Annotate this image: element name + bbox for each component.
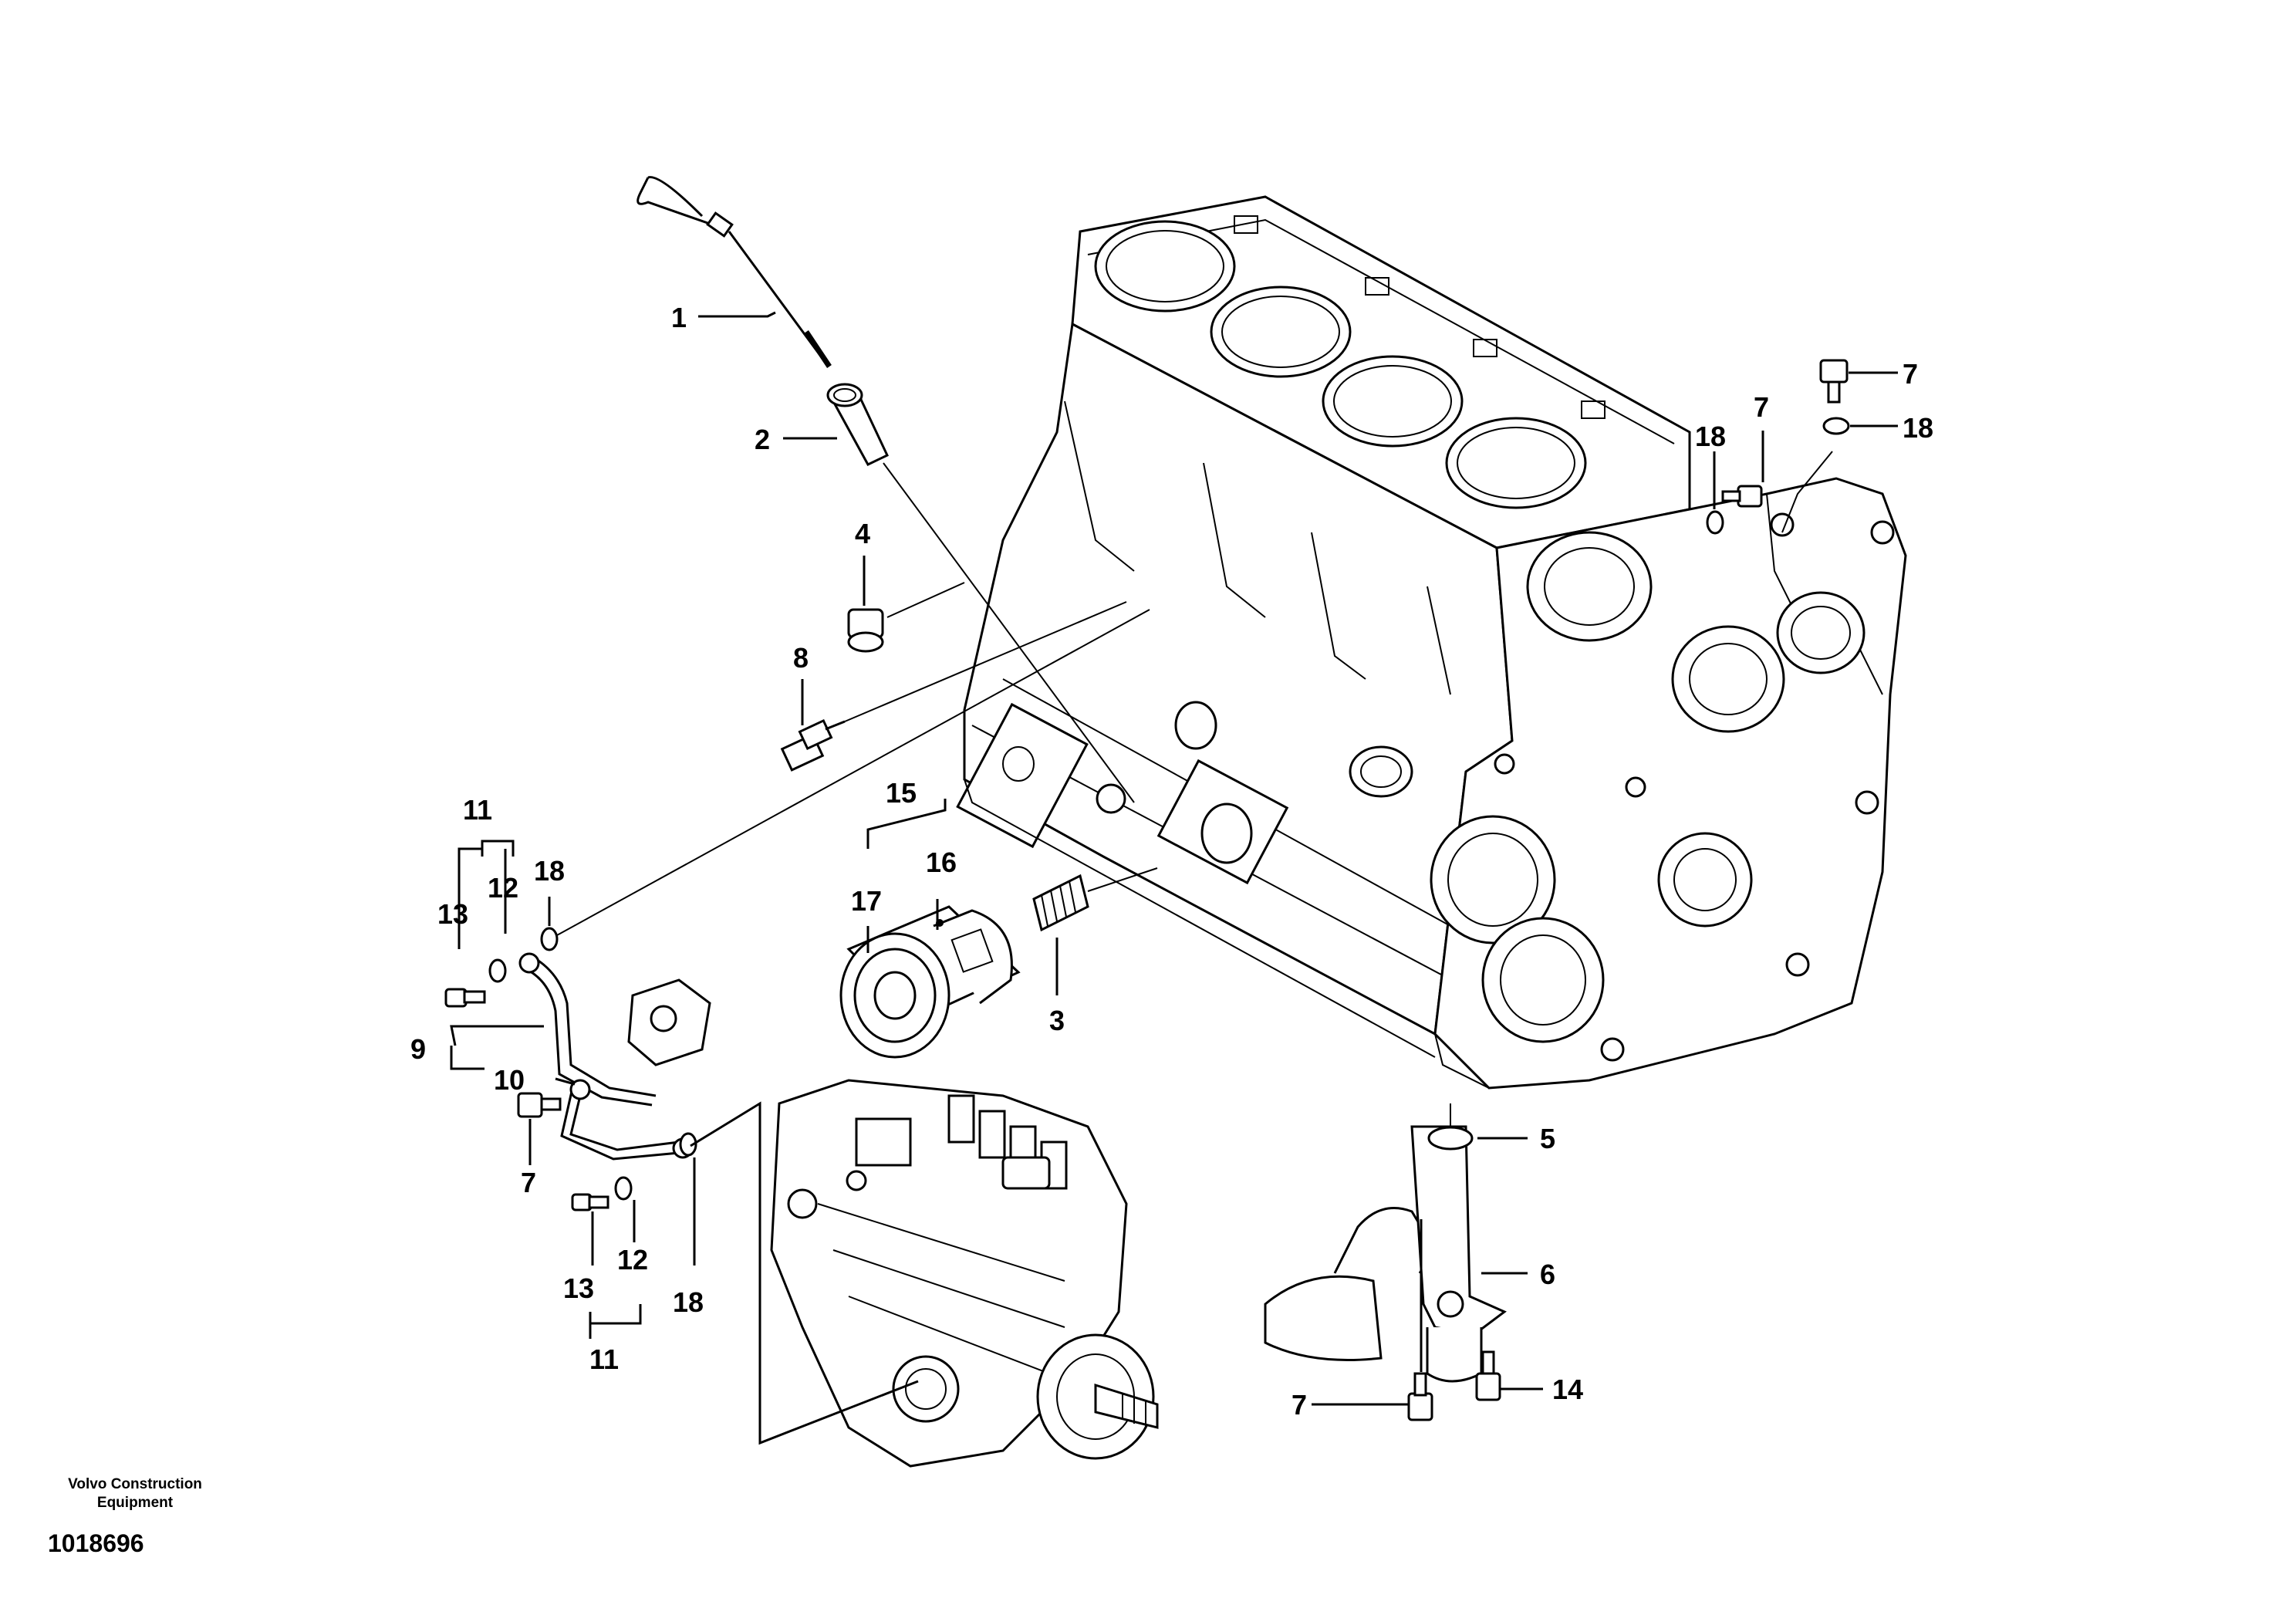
drawing-number: 1018696 [48, 1529, 144, 1557]
washer [679, 1132, 697, 1157]
callout-1: 1 [671, 302, 687, 333]
callout-7-left: 7 [521, 1167, 536, 1198]
callout-13-lower: 13 [563, 1272, 594, 1304]
callout-4: 4 [855, 518, 870, 549]
callout-7-upper-right: 7 [1754, 391, 1769, 423]
callout-18-top-right: 18 [1903, 412, 1933, 444]
callout-6: 6 [1540, 1259, 1555, 1290]
callout-14: 14 [1552, 1374, 1583, 1405]
bolt [571, 1193, 609, 1211]
callout-11-upper: 11 [463, 794, 492, 826]
callout-18-left-lower: 18 [673, 1286, 704, 1318]
callout-16: 16 [926, 846, 957, 878]
callout-2: 2 [755, 424, 770, 455]
callout-5: 5 [1540, 1123, 1555, 1154]
engine-block [956, 195, 1907, 1090]
oil-pressure-switch [780, 718, 846, 772]
leader-lines [450, 311, 1898, 1445]
oil-pipe [518, 952, 711, 1161]
bolt [1819, 359, 1849, 404]
callout-17: 17 [851, 885, 882, 917]
bolt [444, 988, 486, 1008]
callout-13-upper: 13 [437, 898, 468, 930]
callout-18-left-upper: 18 [534, 855, 565, 887]
callout-3: 3 [1049, 1005, 1065, 1036]
callout-11-lower: 11 [589, 1343, 619, 1375]
washer [614, 1176, 633, 1201]
o-ring [1427, 1126, 1474, 1151]
callout-labels: 1 2 3 4 5 6 7 7 7 7 8 9 10 11 11 12 12 1… [410, 302, 1933, 1421]
dipstick [636, 176, 832, 368]
callout-15: 15 [886, 777, 917, 809]
drawing-caption: Volvo Construction Equipment 1018696 [46, 1475, 224, 1558]
washer [1706, 510, 1724, 535]
washer [540, 927, 559, 951]
oil-strainer [1264, 1125, 1507, 1383]
oil-filter [839, 905, 1021, 1059]
fuel-injection-pump [770, 1079, 1159, 1468]
callout-9: 9 [410, 1033, 426, 1065]
bolt [1407, 1372, 1433, 1421]
callout-7-bottom: 7 [1292, 1389, 1307, 1421]
union-nipple [1032, 874, 1089, 932]
callout-18-upper-right: 18 [1695, 421, 1726, 452]
washer [1822, 417, 1850, 435]
callout-10: 10 [494, 1064, 525, 1096]
bolt [1721, 485, 1763, 508]
dipstick-guide [826, 383, 889, 466]
organization-name: Volvo Construction Equipment [68, 1476, 202, 1511]
callout-12-lower: 12 [617, 1244, 648, 1276]
plug [847, 608, 884, 653]
callout-7-top-right: 7 [1903, 358, 1918, 390]
callout-8: 8 [793, 642, 809, 674]
callout-12-upper: 12 [488, 872, 518, 904]
bolt [1475, 1350, 1501, 1401]
bolt [517, 1092, 562, 1118]
washer [488, 958, 507, 983]
